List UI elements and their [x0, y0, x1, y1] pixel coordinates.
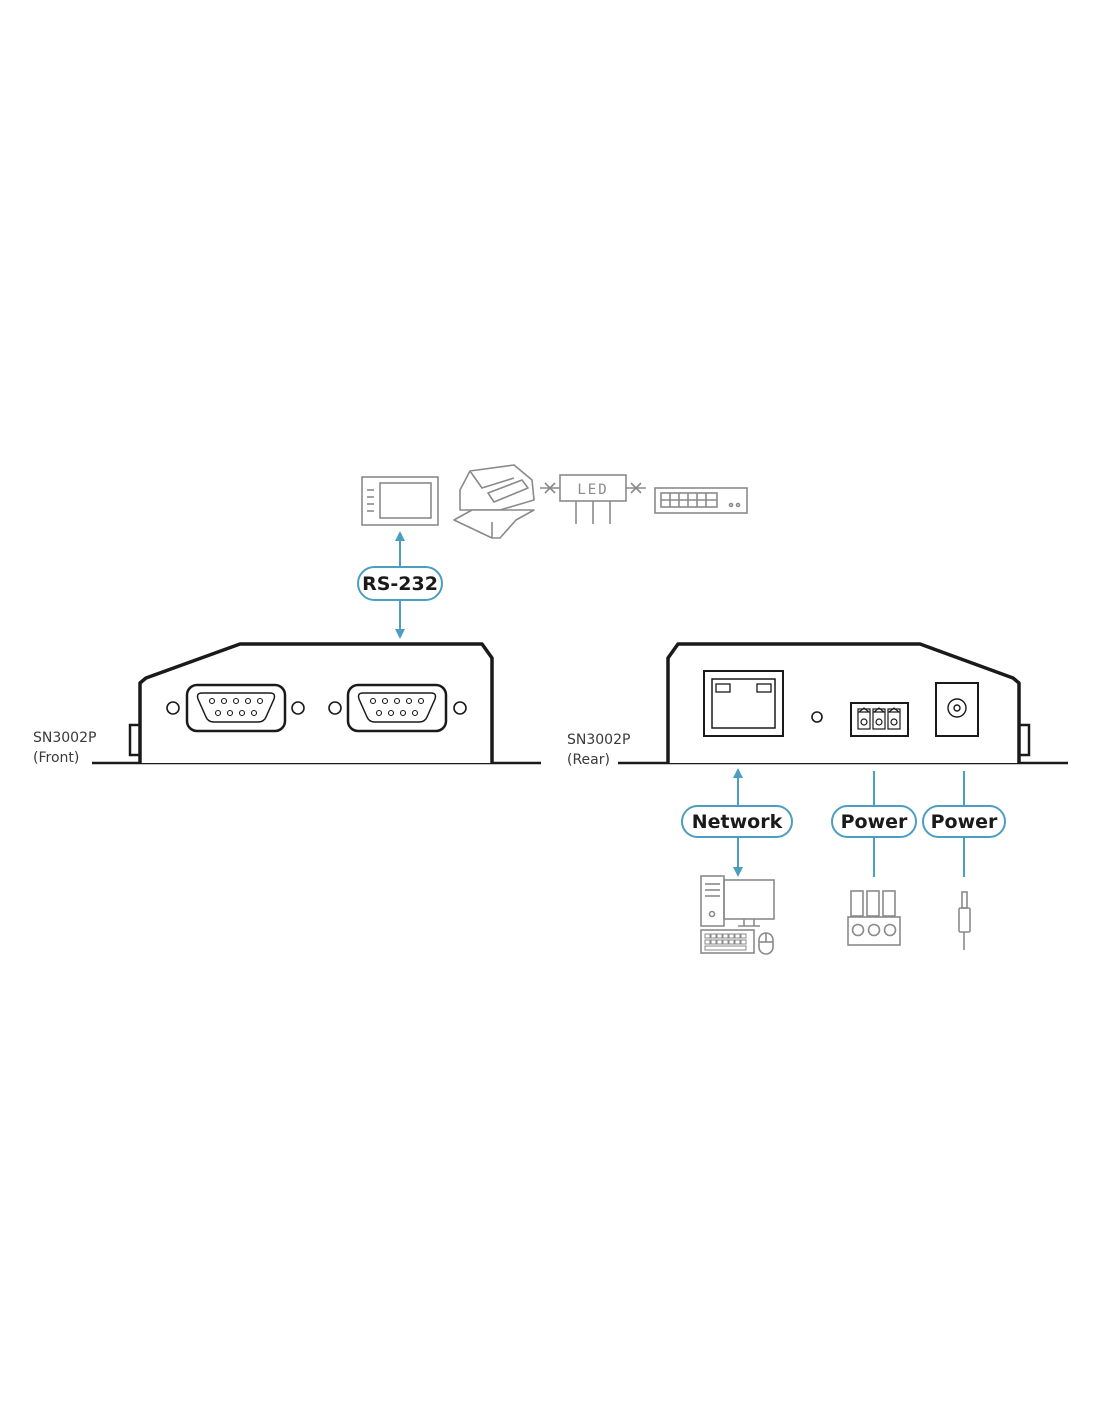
- led-sign-icon: [540, 474, 646, 524]
- dc-jack-port: [935, 682, 979, 737]
- network-switch-icon: [654, 487, 748, 514]
- power-terminal-pill: [831, 805, 917, 838]
- power-dc-label: Power: [931, 811, 998, 833]
- front-device-body: [128, 642, 494, 763]
- network-label: Network: [692, 811, 783, 833]
- rs232-pill: [357, 566, 443, 601]
- network-pill: [681, 805, 793, 838]
- power-dc-pill: [922, 805, 1006, 838]
- rear-device-body: [666, 642, 1031, 763]
- printer-icon: [453, 464, 535, 539]
- reset-hole: [811, 711, 823, 723]
- db9-port-left: [166, 683, 305, 733]
- rear-model-label: SN3002P: [567, 732, 630, 748]
- power-terminal-label: Power: [841, 811, 908, 833]
- rear-side-label: (Rear): [567, 752, 610, 768]
- touch-panel-icon: [361, 476, 439, 526]
- computer-icon: [700, 875, 775, 955]
- terminal-block-icon: [847, 890, 901, 946]
- dc-plug-icon: [958, 891, 971, 950]
- front-side-label: (Front): [33, 750, 79, 766]
- front-model-label: SN3002P: [33, 730, 96, 746]
- led-sign-text: LED: [577, 482, 608, 498]
- db9-port-right: [328, 683, 467, 733]
- terminal-block-port: [850, 702, 909, 737]
- rs232-label: RS-232: [362, 573, 438, 595]
- rj45-port: [703, 670, 784, 737]
